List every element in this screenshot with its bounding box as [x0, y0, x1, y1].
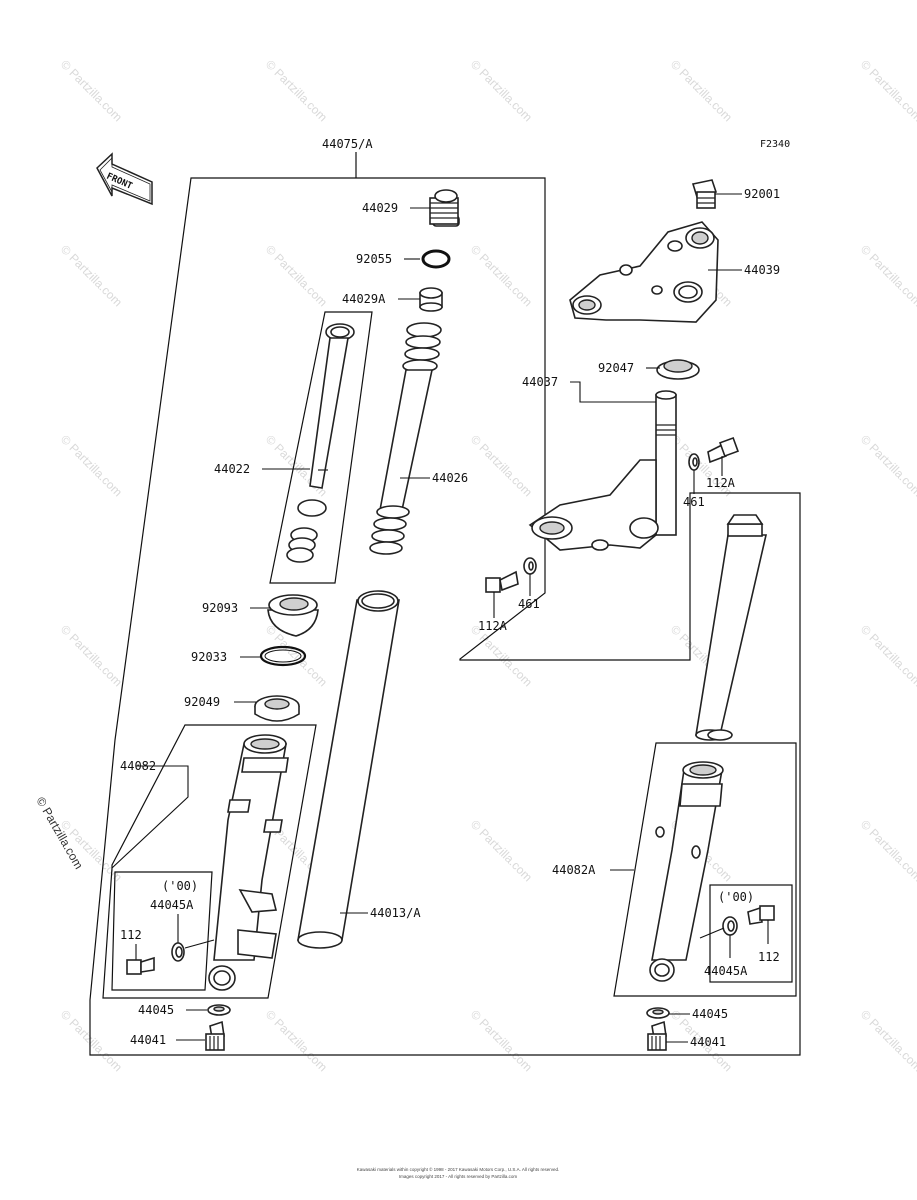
figure-code: F2340	[760, 139, 790, 150]
leader-washer-to-tube	[184, 939, 215, 949]
pinch-bolt-112A-top	[707, 437, 739, 464]
o-ring-92055	[421, 249, 451, 269]
watermark: © Partzilla.com	[58, 1007, 125, 1074]
watermark: © Partzilla.com	[58, 432, 125, 499]
inner-tube-right	[695, 514, 768, 741]
washer-44045A-left	[171, 942, 185, 962]
outer-tube-box-right	[613, 742, 797, 997]
watermark: © Partzilla.com	[858, 622, 917, 689]
label-44075A: 44075/A	[322, 137, 373, 151]
label-44041-right: 44041	[690, 1035, 726, 1049]
label-112A-top: 112A	[706, 476, 736, 490]
label-92033: 92033	[191, 650, 227, 664]
label-44082A: 44082A	[552, 863, 596, 877]
leader-washer-right	[699, 927, 725, 939]
label-461-bottom: 461	[518, 597, 540, 611]
label-92055: 92055	[356, 252, 392, 266]
pinch-bolt-112A-bottom	[485, 570, 519, 593]
watermark: © Partzilla.com	[263, 57, 330, 124]
watermark: © Partzilla.com	[468, 432, 535, 499]
watermark: © Partzilla.com	[858, 432, 917, 499]
label-44045-right: 44045	[692, 1007, 728, 1021]
label-44045A-left: 44045A	[150, 898, 194, 912]
year-00-box-left	[111, 871, 213, 991]
spacer-44029A	[419, 287, 443, 312]
bolt-92001	[691, 179, 718, 209]
damper-rod-44022	[286, 323, 355, 563]
washer-44045A-right	[722, 916, 738, 936]
dust-seal-92093	[267, 594, 319, 637]
label-92001: 92001	[744, 187, 780, 201]
washer-461-bottom	[523, 557, 537, 575]
washer-44045-left	[207, 1004, 231, 1016]
watermark: © Partzilla.com	[468, 57, 535, 124]
label-112-right: 112	[758, 950, 780, 964]
watermark: © Partzilla.com	[858, 817, 917, 884]
label-92049: 92049	[184, 695, 220, 709]
watermark: © Partzilla.com	[58, 622, 125, 689]
label-44045A-right: 44045A	[704, 964, 748, 978]
dust-cap-92047	[656, 359, 700, 380]
front-arrow-icon: FRONT	[96, 152, 153, 206]
bolt-44041-left	[205, 1020, 225, 1051]
label-112-left: 112	[120, 928, 142, 942]
watermark: © Partzilla.com	[668, 57, 735, 124]
watermark: © Partzilla.com	[58, 57, 125, 124]
watermark: © Partzilla.com	[58, 242, 125, 309]
upper-bracket-44039	[569, 221, 719, 323]
label-44039: 44039	[744, 263, 780, 277]
inner-tube-box	[269, 311, 373, 584]
label-44026: 44026	[432, 471, 468, 485]
leader-44082	[111, 765, 189, 869]
footer-copyright: Kawasaki materials within copyright © 19…	[357, 1166, 559, 1172]
leader-44037	[570, 381, 656, 403]
bolt-112-left	[126, 956, 155, 975]
bolt-112-right	[747, 905, 775, 925]
washer-44045-right	[646, 1007, 670, 1019]
fork-assembly-outline	[89, 177, 801, 1056]
outer-tube-44082A	[649, 761, 724, 982]
watermark: © Partzilla.com	[858, 57, 917, 124]
watermark: © Partzilla.com	[468, 1007, 535, 1074]
fork-spring-44026	[369, 322, 442, 555]
label-44022: 44022	[214, 462, 250, 476]
watermark: © Partzilla.com	[858, 242, 917, 309]
inner-tube-44013A	[297, 590, 400, 949]
watermark: © Partzilla.com	[263, 1007, 330, 1074]
outer-tube-44082	[208, 734, 289, 991]
label-44037: 44037	[522, 375, 558, 389]
outer-tube-box-left	[102, 724, 317, 999]
watermark: © Partzilla.com	[468, 242, 535, 309]
label-44082: 44082	[120, 759, 156, 773]
label-44029A: 44029A	[342, 292, 386, 306]
label-112A-bottom: 112A	[478, 619, 508, 633]
footer-image-credit: Images copyright 2017 - All rights reser…	[399, 1174, 518, 1179]
label-461-top: 461	[683, 495, 705, 509]
bolt-44041-right	[647, 1020, 667, 1051]
oil-seal-92049	[254, 695, 300, 722]
watermark: © Partzilla.com	[468, 817, 535, 884]
watermark: © Partzilla.com	[858, 1007, 917, 1074]
watermark: © Partzilla.com	[263, 242, 330, 309]
label-44013A: 44013/A	[370, 906, 421, 920]
steering-stem-44037	[528, 390, 677, 551]
label-44045-left: 44045	[138, 1003, 174, 1017]
label-44029: 44029	[362, 201, 398, 215]
label-92047: 92047	[598, 361, 634, 375]
washer-461-top	[688, 453, 700, 471]
label-year-00-right: ('00)	[718, 890, 754, 904]
circlip-92033	[259, 645, 307, 667]
label-44041-left: 44041	[130, 1033, 166, 1047]
cap-bolt-44029	[429, 189, 460, 227]
label-year-00-left: ('00)	[162, 879, 198, 893]
label-92093: 92093	[202, 601, 238, 615]
